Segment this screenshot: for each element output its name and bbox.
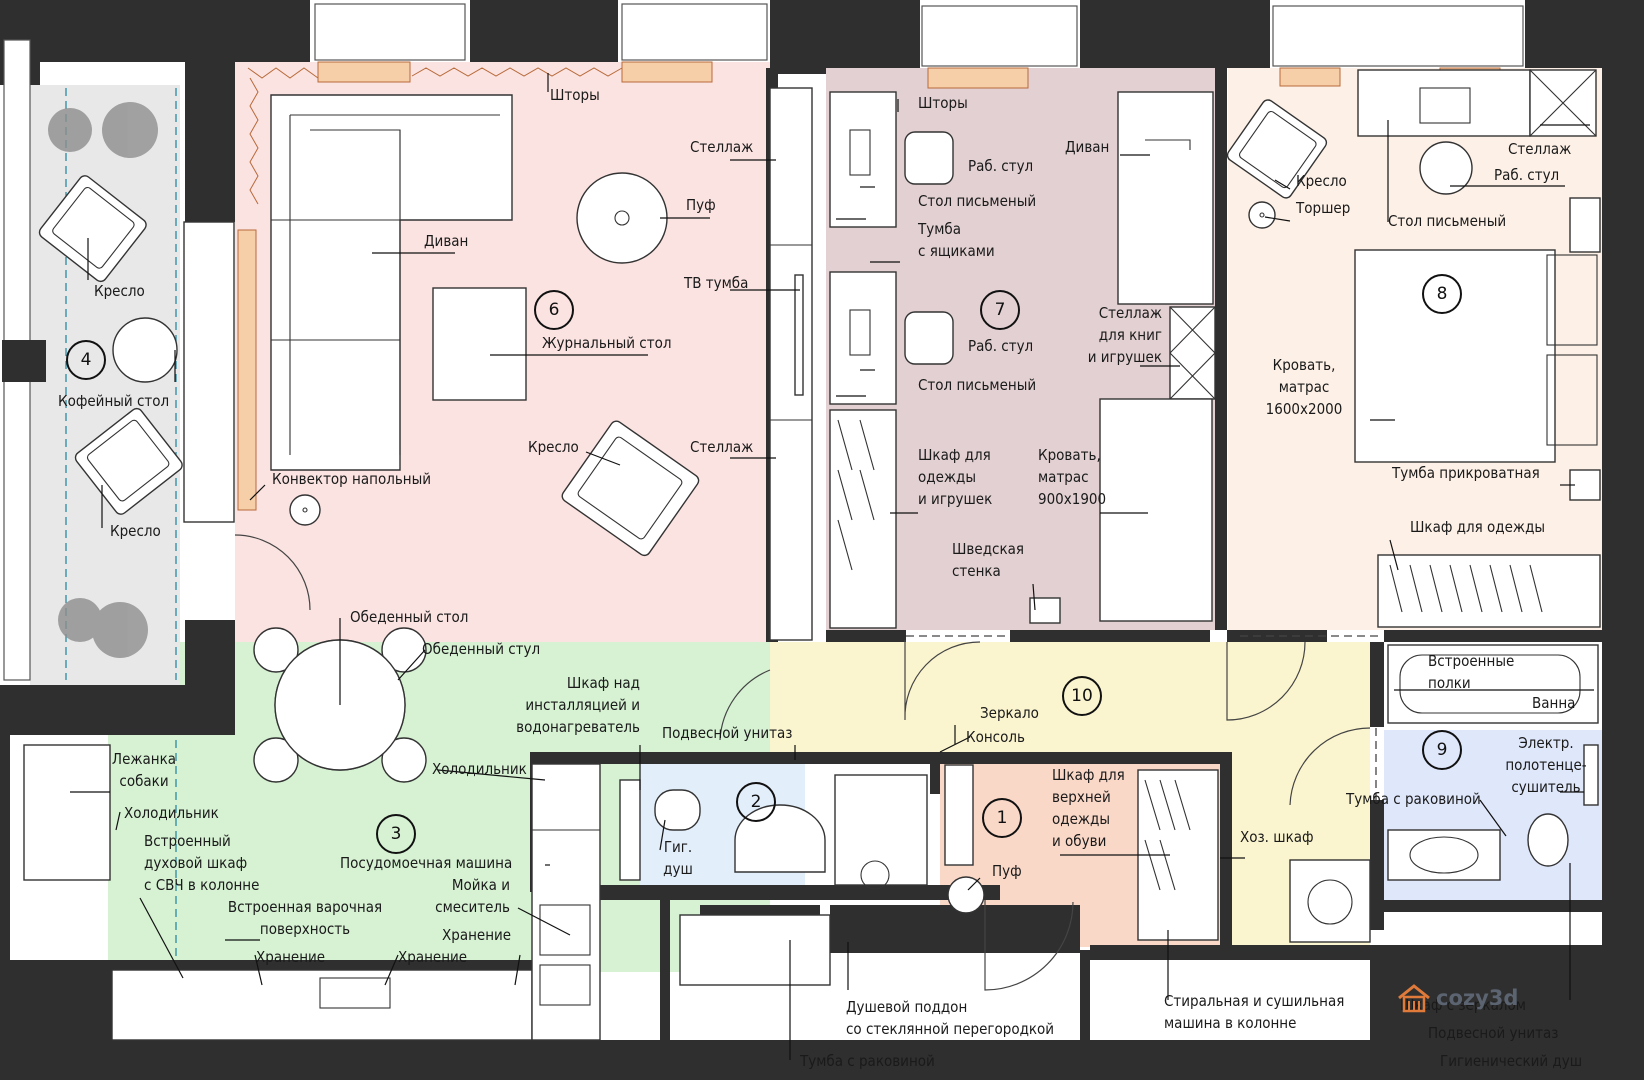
label-bed-1600: Кровать, матрас 1600х2000 bbox=[1265, 356, 1343, 418]
label-shower-tray: Душевой поддон со стеклянной перегородко… bbox=[846, 998, 1055, 1038]
label-towel-warmer: Электр. полотенце- сушитель bbox=[1505, 734, 1587, 796]
label-storage: Хранение bbox=[398, 948, 468, 966]
label-coffee-table: Журнальный стол bbox=[542, 334, 672, 352]
label-work-chair: Раб. стул bbox=[968, 337, 1034, 355]
bathroom-small-fixtures bbox=[619, 774, 928, 986]
label-hygienic-shower: Гиг. душ bbox=[663, 838, 693, 878]
label-console: Консоль bbox=[966, 728, 1025, 746]
label-desk: Стол письменый bbox=[1388, 212, 1507, 230]
label-sofa: Диван bbox=[424, 232, 469, 250]
label-cooktop: Встроенная варочная поверхность bbox=[227, 898, 383, 938]
convectors bbox=[237, 229, 257, 511]
label-wall-bars: Шведская стенка bbox=[952, 540, 1024, 580]
label-dining-chair: Обеденный стул bbox=[422, 640, 541, 658]
label-washer-dryer: Стиральная и сушильная машина в колонне bbox=[1164, 992, 1345, 1032]
label-wardrobe: Шкаф для одежды bbox=[1410, 518, 1546, 536]
label-book-shelf: Стеллаж для книг и игрушек bbox=[1087, 304, 1162, 366]
label-sink-mixer: Мойка и смеситель bbox=[435, 876, 510, 916]
label-desk: Стол письменый bbox=[918, 376, 1037, 394]
label-curtains: Шторы bbox=[550, 86, 600, 104]
label-armchair: Кресло bbox=[94, 282, 145, 300]
label-pouf: Пуф bbox=[992, 862, 1022, 880]
label-wall-toilet: Подвесной унитаз bbox=[1428, 1024, 1559, 1042]
windows bbox=[2, 3, 1524, 681]
label-vanity: Тумба с раковиной bbox=[800, 1052, 935, 1070]
label-oven-column: Встроенный духовой шкаф с СВЧ в колонне bbox=[144, 832, 260, 894]
label-utility-closet: Хоз. шкаф bbox=[1240, 828, 1314, 846]
label-builtin-shelves: Встроенные полки bbox=[1428, 652, 1515, 692]
label-mirror-cabinet: Шкаф с зеркалом bbox=[1400, 996, 1526, 1014]
label-work-chair: Раб. стул bbox=[968, 157, 1034, 175]
label-bed-900: Кровать, матрас 900х1900 bbox=[1038, 446, 1107, 508]
label-storage: Хранение bbox=[442, 926, 512, 944]
label-sofa: Диван bbox=[1065, 138, 1110, 156]
label-mirror: Зеркало bbox=[980, 704, 1039, 722]
label-dining-table: Обеденный стол bbox=[350, 608, 469, 626]
label-coffee-table-balcony: Кофейный стол bbox=[58, 392, 170, 410]
entry-fixtures bbox=[944, 764, 1371, 943]
label-armchair: Кресло bbox=[110, 522, 161, 540]
label-bathtub: Ванна bbox=[1532, 694, 1576, 712]
label-work-chair: Раб. стул bbox=[1494, 166, 1560, 184]
leader-lines bbox=[70, 73, 1594, 1060]
label-floor-lamp: Торшер bbox=[1296, 199, 1351, 217]
kids-room-furniture bbox=[829, 91, 1216, 629]
label-outerwear-wardrobe: Шкаф для верхней одежды и обуви bbox=[1052, 766, 1125, 850]
label-wall-toilet: Подвесной унитаз bbox=[662, 724, 793, 742]
label-dog-bed: Лежанка собаки bbox=[111, 750, 177, 790]
label-installation-cabinet: Шкаф над инсталляцией и водонагреватель bbox=[516, 674, 640, 736]
label-armchair: Кресло bbox=[1296, 172, 1347, 190]
label-fridge: Холодильник bbox=[432, 760, 527, 778]
door-swings bbox=[234, 534, 1380, 991]
plant-icon bbox=[48, 102, 158, 658]
label-shelf: Стеллаж bbox=[690, 138, 754, 156]
label-dishwasher: Посудомоечная машина bbox=[340, 854, 513, 872]
label-wardrobe-toys: Шкаф для одежды и игрушек bbox=[918, 446, 993, 508]
label-desk: Стол письменый bbox=[918, 192, 1037, 210]
label-shelf: Стеллаж bbox=[690, 438, 754, 456]
label-curtains: Шторы bbox=[918, 94, 968, 112]
label-hygienic-shower: Гигиенический душ bbox=[1440, 1052, 1583, 1070]
bath-main-fixtures bbox=[1387, 644, 1599, 881]
balcony-fill bbox=[30, 85, 180, 685]
label-shelf: Стеллаж bbox=[1508, 140, 1572, 158]
label-armchair: Кресло bbox=[528, 438, 579, 456]
label-floor-convector: Конвектор напольный bbox=[272, 470, 432, 488]
label-drawer-unit: Тумба с ящиками bbox=[918, 220, 995, 260]
label-vanity: Тумба с раковиной bbox=[1346, 790, 1481, 808]
label-storage: Хранение bbox=[256, 948, 326, 966]
label-fridge: Холодильник bbox=[124, 804, 219, 822]
label-tv-stand: ТВ тумба bbox=[684, 274, 749, 292]
label-pouf: Пуф bbox=[686, 196, 716, 214]
living-room-furniture bbox=[270, 87, 813, 641]
balcony-door-frame bbox=[183, 221, 235, 523]
label-bedside-table: Тумба прикроватная bbox=[1392, 464, 1540, 482]
hall-fill bbox=[770, 642, 1370, 945]
